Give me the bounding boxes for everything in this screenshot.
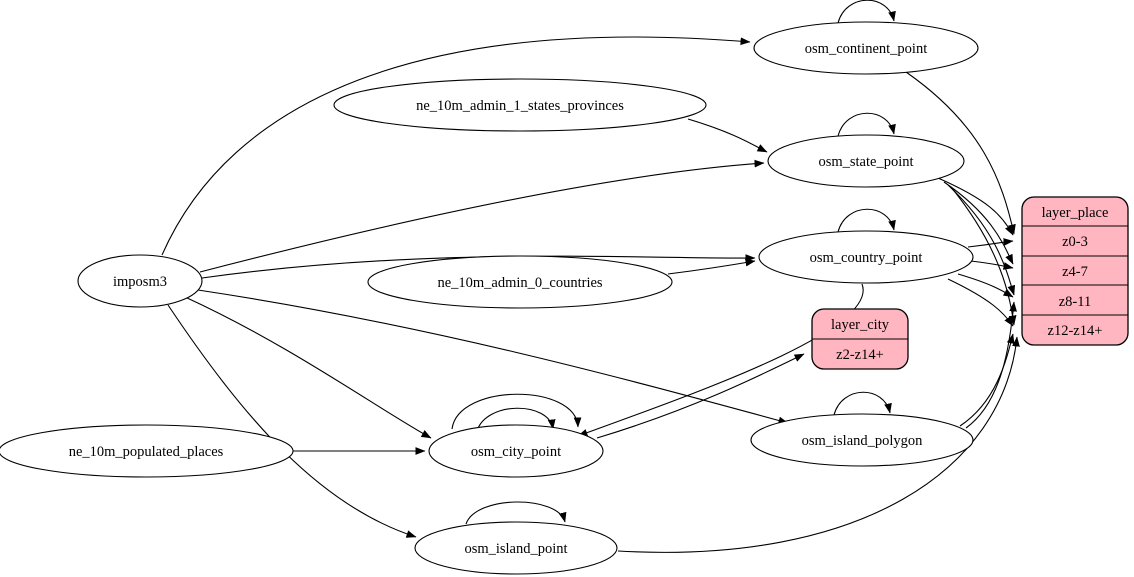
layer-place-row-z4-7: z4-7 — [1062, 264, 1088, 280]
osm-island-polygon-label: osm_island_polygon — [802, 433, 924, 449]
edge-osm-island-polygon-to-z12-z14 — [959, 333, 1015, 427]
edge-osm-country-point-to-z4-7 — [970, 260, 1014, 270]
node-ne-10m-populated-places: ne_10m_populated_places — [0, 424, 294, 478]
self-loop-osm-state-point — [837, 112, 896, 137]
node-ne-10m-admin-0-countries: ne_10m_admin_0_countries — [367, 255, 673, 309]
layer-place-shape — [1021, 196, 1129, 346]
edge-osm-state-point-to-z4-7 — [943, 181, 1014, 265]
edge-imposm3-to-osm-state-point — [199, 159, 765, 273]
self-loop-osm-continent-point — [837, 0, 896, 24]
osm-country-point-label: osm_country_point — [810, 250, 923, 266]
edge-osm-continent-point-to-z0-3 — [905, 71, 1016, 235]
node-layer-place: layer_place z0-3 z4-7 z8-11 z12-z14+ — [1021, 196, 1129, 346]
self-loop-osm-city-point-outer — [451, 393, 582, 430]
osm-continent-point-shape — [753, 21, 979, 75]
edge-osm-state-point-to-z8-11 — [947, 184, 1016, 296]
edge-osm-country-point-to-z8-11 — [957, 273, 1014, 298]
osm-state-point-shape — [767, 134, 965, 188]
node-osm-city-point: osm_city_point — [428, 424, 604, 478]
osm-city-point-shape — [428, 424, 604, 478]
node-layer-city: layer_city z2-z14+ — [811, 308, 909, 370]
edge-imposm3-to-osm-island-point — [167, 304, 417, 538]
layer-place-title: layer_place — [1042, 205, 1109, 221]
imposm3-label: imposm3 — [113, 274, 167, 290]
edge-imposm3-to-osm-island-polygon — [197, 289, 789, 425]
node-osm-state-point: osm_state_point — [767, 134, 965, 188]
node-osm-continent-point: osm_continent_point — [753, 21, 979, 75]
ne-10m-admin-1-shape — [333, 78, 707, 132]
layer-place-row-z12-z14: z12-z14+ — [1048, 323, 1103, 339]
edge-imposm3-to-osm-continent-point — [161, 36, 751, 256]
node-osm-island-polygon: osm_island_polygon — [750, 413, 974, 467]
osm-island-polygon-shape — [750, 413, 974, 467]
edge-imposm3-to-osm-city-point — [184, 296, 432, 439]
edge-ne-10m-admin-0-to-osm-country-point — [667, 258, 756, 275]
node-osm-country-point: osm_country_point — [758, 230, 974, 284]
osm-city-point-label: osm_city_point — [471, 444, 561, 460]
osm-continent-point-label: osm_continent_point — [805, 41, 927, 57]
self-loop-osm-island-point — [465, 501, 567, 525]
layer-place-row-z0-3: z0-3 — [1062, 234, 1088, 250]
edge-ne-10m-admin-1-to-osm-state-point — [687, 118, 768, 153]
ne-10m-populated-places-shape — [0, 424, 294, 478]
edge-osm-state-point-to-z0-3 — [937, 177, 1014, 236]
layer-place-row-z8-11: z8-11 — [1059, 294, 1091, 310]
layer-city-title: layer_city — [831, 317, 890, 333]
ne-10m-admin-0-label: ne_10m_admin_0_countries — [437, 275, 602, 291]
ne-10m-admin-0-shape — [367, 255, 673, 309]
osm-island-point-label: osm_island_point — [464, 541, 567, 557]
edge-osm-city-point-to-layer-city-z2 — [596, 353, 805, 439]
edge-osm-country-point-to-z0-3 — [967, 238, 1014, 248]
imposm3-shape — [77, 254, 203, 308]
osm-country-point-shape — [758, 230, 974, 284]
ne-10m-admin-1-label: ne_10m_admin_1_states_provinces — [416, 98, 624, 114]
osm-state-point-label: osm_state_point — [818, 154, 913, 170]
edge-osm-country-point-to-osm-city-point — [577, 283, 864, 437]
node-ne-10m-admin-1-states-provinces: ne_10m_admin_1_states_provinces — [333, 78, 707, 132]
ne-10m-populated-places-label: ne_10m_populated_places — [69, 444, 224, 460]
node-imposm3: imposm3 — [77, 254, 203, 308]
layer-city-row-z2-z14: z2-z14+ — [836, 347, 884, 363]
self-loop-osm-island-polygon — [833, 391, 892, 416]
edge-osm-country-point-to-z12-z14 — [947, 278, 1014, 327]
edge-osm-island-point-to-z12-z14 — [617, 336, 1020, 553]
node-osm-island-point: osm_island_point — [414, 521, 618, 575]
self-loop-osm-country-point — [837, 208, 896, 233]
edge-osm-island-polygon-to-z8-11 — [965, 301, 1018, 429]
self-loop-osm-city-point-inner — [476, 407, 556, 432]
osm-island-point-shape — [414, 521, 618, 575]
